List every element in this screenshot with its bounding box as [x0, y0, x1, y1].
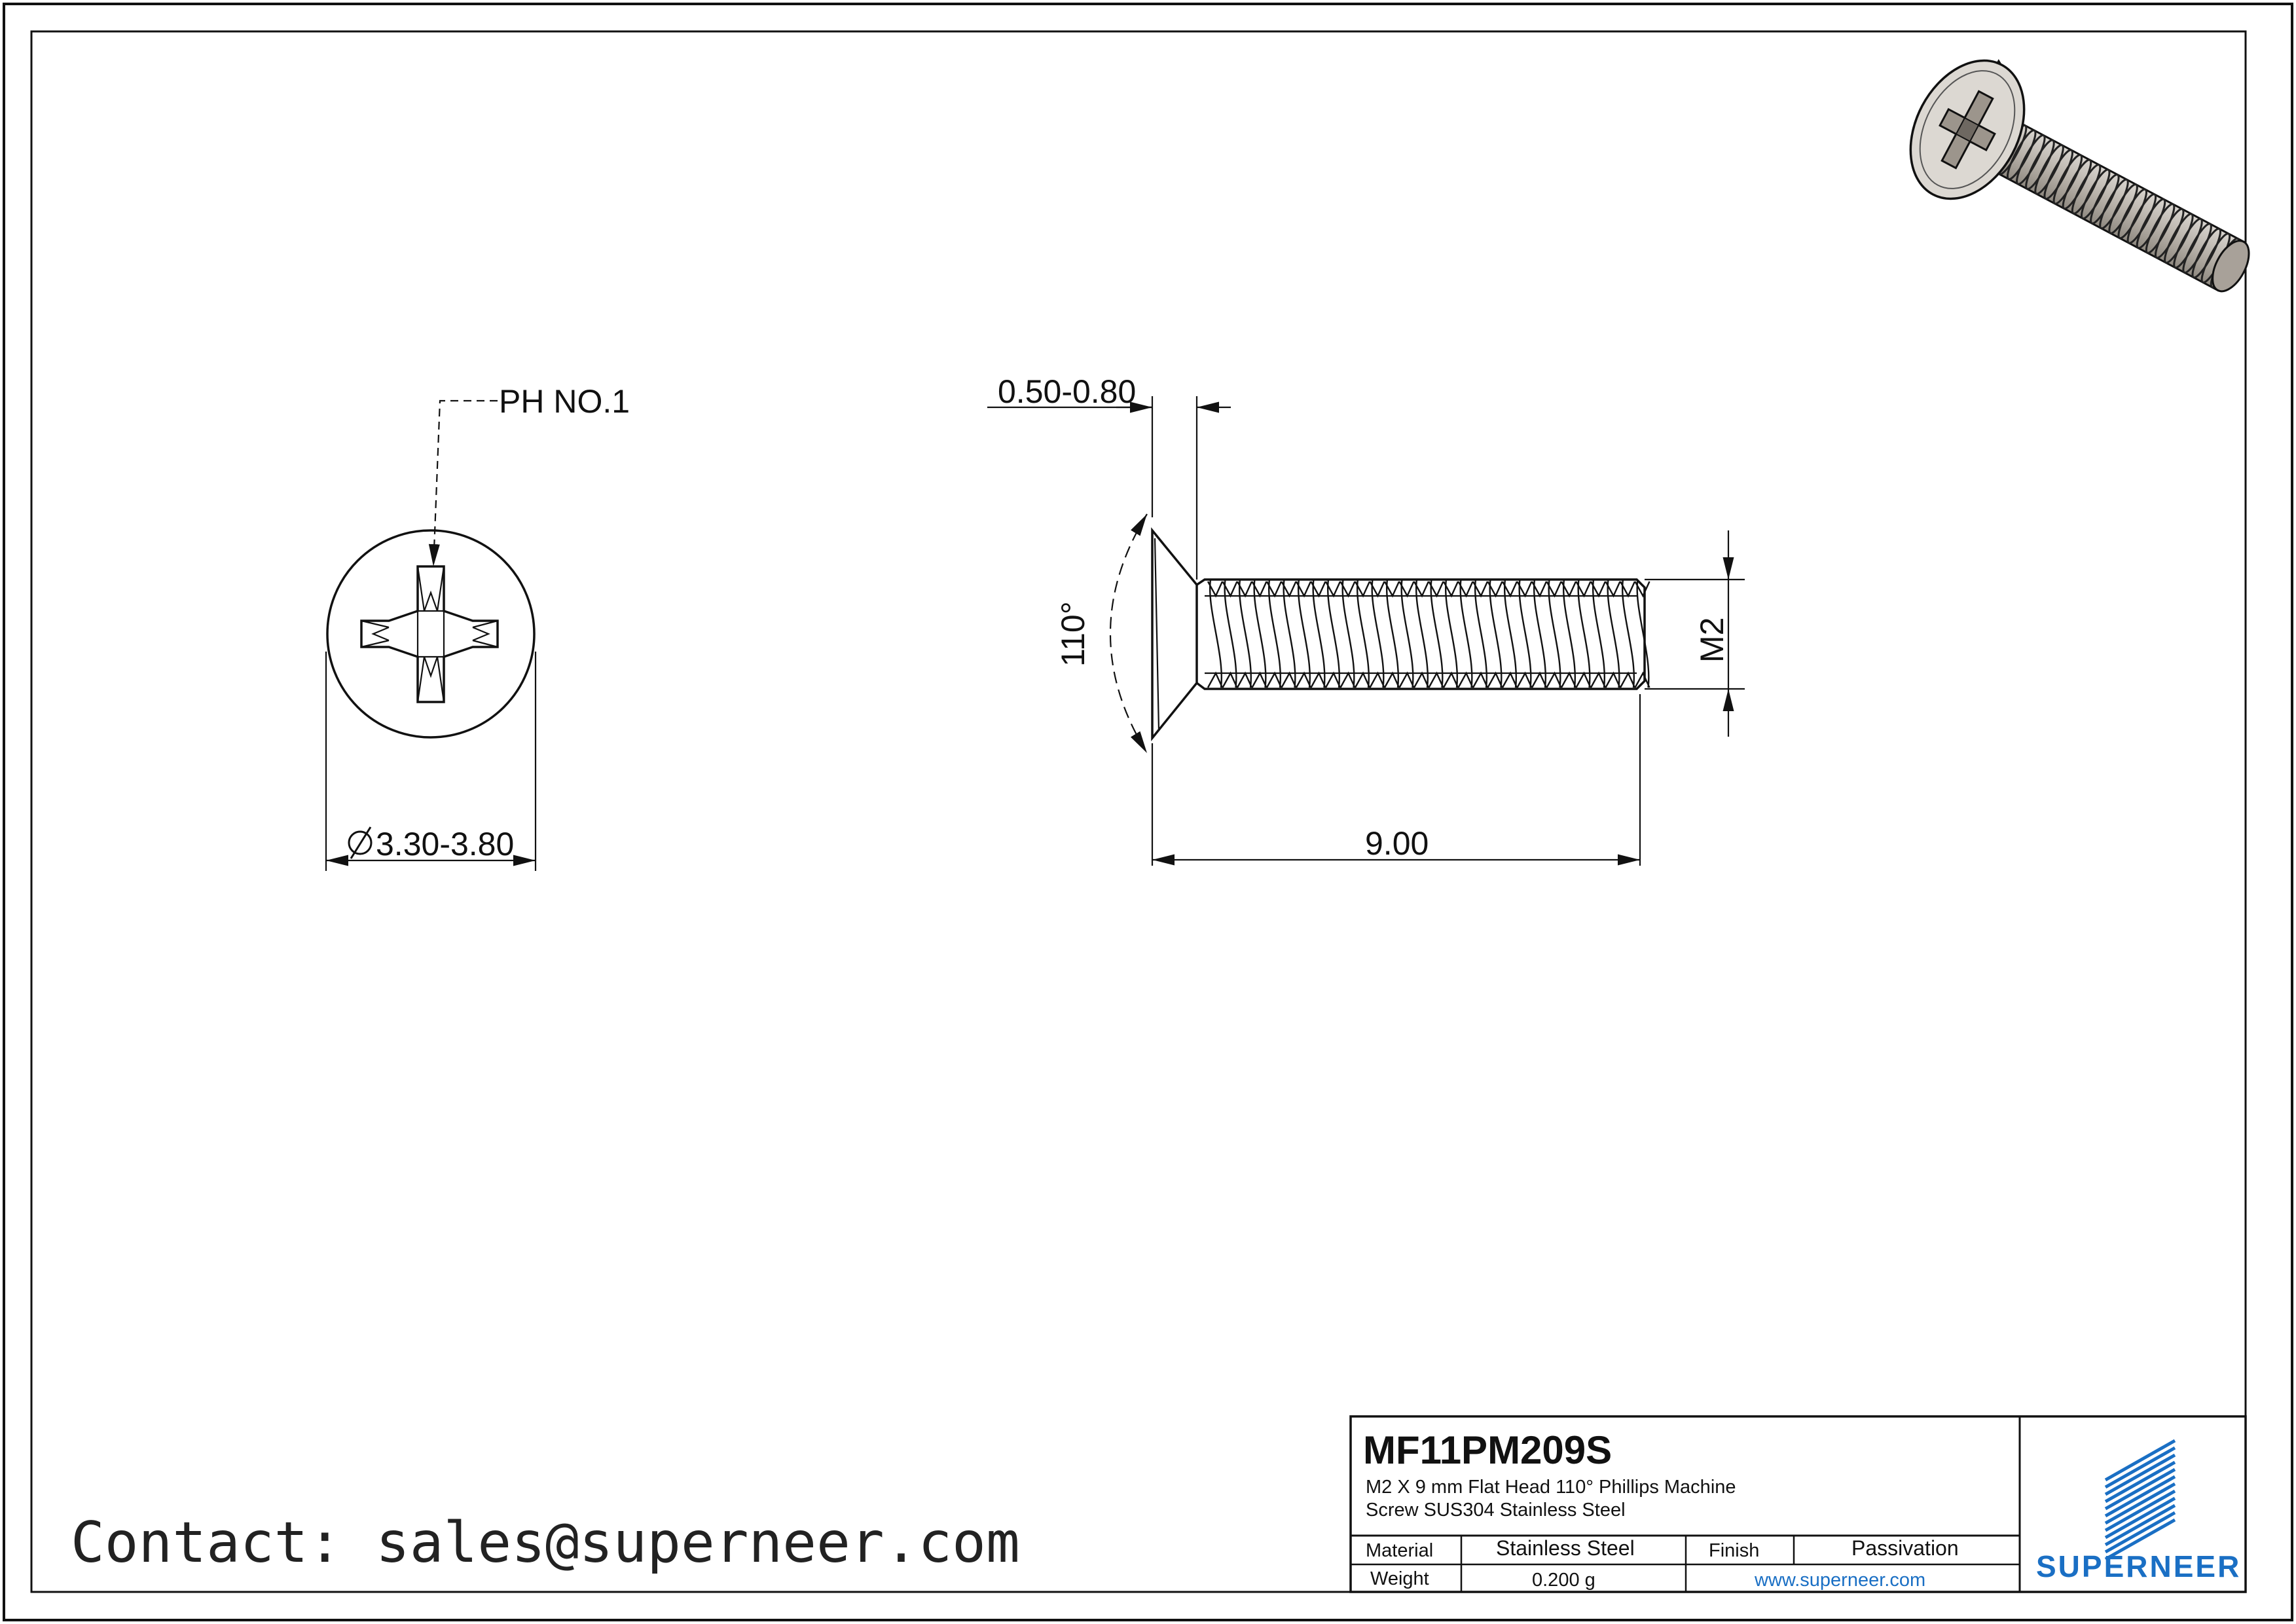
- render-thread-ring: [2126, 193, 2157, 244]
- screw-3d-render: [1909, 59, 2250, 293]
- render-thread-ring: [2034, 144, 2064, 195]
- thread-crest: [1634, 579, 1650, 688]
- logo-stripe: [2104, 1496, 2176, 1540]
- head-height-dimension: 0.50-0.80: [987, 373, 1231, 580]
- head-diameter-dimension: 3.30-3.80: [325, 652, 537, 871]
- render-thread-ring: [2006, 129, 2037, 181]
- part-description-line1: M2 X 9 mm Flat Head 110° Phillips Machin…: [1366, 1477, 1736, 1498]
- length-label: 9.00: [1365, 825, 1429, 862]
- length-dimension: 9.00: [1151, 694, 1641, 866]
- render-thread-ring: [2164, 213, 2194, 264]
- render-thread-ring: [2173, 217, 2203, 269]
- head-height-label: 0.50-0.80: [998, 373, 1136, 410]
- drive-label: PH NO.1: [499, 383, 630, 420]
- outer-frame: [3, 3, 2293, 1621]
- website-link[interactable]: www.superneer.com: [1754, 1570, 1925, 1591]
- logo-stripe: [2104, 1518, 2176, 1561]
- render-thread-ring: [2108, 183, 2138, 234]
- logo-stripe: [2104, 1453, 2176, 1496]
- title-block: MF11PM209S M2 X 9 mm Flat Head 110° Phil…: [1349, 1415, 2247, 1593]
- render-thread-ring: [2016, 134, 2046, 185]
- render-thread-ring: [2117, 188, 2147, 240]
- logo-stripe: [2104, 1511, 2176, 1554]
- thread-label: M2: [1694, 618, 1730, 663]
- render-thread-ring: [2080, 168, 2111, 220]
- render-thread-ring: [2025, 139, 2055, 191]
- angle-dimension: 110°: [1055, 513, 1148, 754]
- render-thread-ring: [2090, 174, 2120, 225]
- render-thread-ring: [2145, 203, 2176, 254]
- weight-label: Weight: [1370, 1568, 1429, 1589]
- render-thread-ring: [2043, 149, 2073, 200]
- logo-stripe: [2104, 1446, 2176, 1489]
- render-thread-ring: [2136, 198, 2166, 249]
- thread-dimension: M2: [1645, 530, 1745, 737]
- part-description-line2: Screw SUS304 Stainless Steel: [1366, 1500, 1626, 1521]
- inner-frame: [30, 30, 2247, 1593]
- material-label: Material: [1366, 1540, 1433, 1561]
- logo-stripe: [2104, 1475, 2176, 1518]
- logo-stripe: [2104, 1504, 2176, 1547]
- phillips-recess-icon: [360, 565, 499, 703]
- render-thread-ring: [2154, 208, 2185, 259]
- diameter-icon: [348, 826, 373, 859]
- contact-info: Contact: sales@superneer.com: [71, 1510, 1020, 1576]
- head-diameter-label: 3.30-3.80: [376, 826, 514, 862]
- render-thread-ring: [2062, 158, 2092, 210]
- logo-stripe: [2104, 1482, 2176, 1525]
- part-number: MF11PM209S: [1363, 1428, 1612, 1472]
- finish-value: Passivation: [1851, 1536, 1959, 1560]
- render-thread-ring: [2191, 227, 2222, 279]
- render-thread-ring: [2182, 223, 2212, 274]
- superneer-logo-icon: [2104, 1439, 2176, 1561]
- logo-stripe: [2104, 1439, 2176, 1482]
- screw-side-view: [1151, 527, 1650, 741]
- brand-name: SUPERNEER: [2036, 1549, 2241, 1583]
- render-thread-ring: [2099, 178, 2129, 230]
- render-thread-ring: [2071, 164, 2102, 215]
- drive-leader: PH NO.1: [428, 383, 630, 567]
- logo-stripe: [2104, 1489, 2176, 1532]
- angle-label: 110°: [1055, 601, 1091, 667]
- logo-stripe: [2104, 1460, 2176, 1504]
- logo-stripe: [2104, 1467, 2176, 1511]
- weight-value: 0.200 g: [1532, 1570, 1595, 1591]
- material-value: Stainless Steel: [1496, 1536, 1635, 1560]
- render-thread-ring: [2052, 154, 2083, 205]
- head-top-view: [326, 529, 536, 739]
- finish-label: Finish: [1709, 1540, 1759, 1561]
